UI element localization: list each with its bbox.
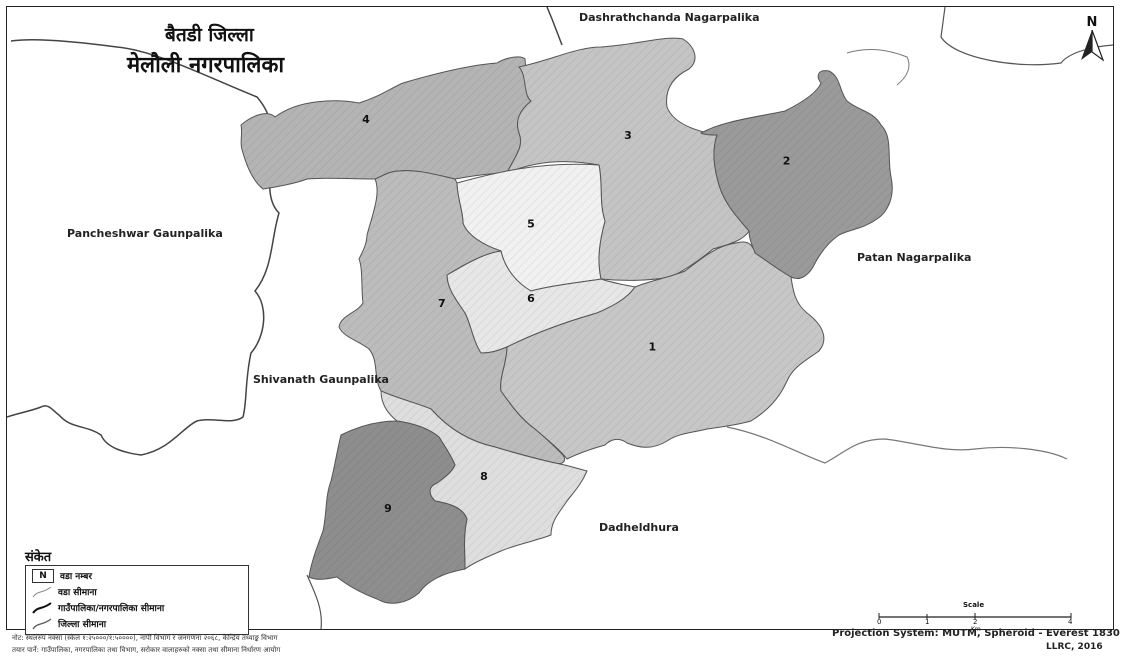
north-arrow-label: N <box>1086 15 1098 30</box>
municipality-title: मेलौली नगरपालिका <box>127 53 285 78</box>
legend-title: संकेत <box>25 550 52 565</box>
legend-label-district-boundary: जिल्ला सीमाना <box>58 620 107 630</box>
north-arrow: N <box>1077 15 1107 65</box>
scale-title: Scale <box>963 601 985 609</box>
legend-municipality-boundary-icon <box>32 601 52 614</box>
ward-label-5: 5 <box>527 218 535 231</box>
scale-tick-1: 1 <box>925 618 930 626</box>
place-label-north: Dashrathchanda Nagarpalika <box>579 11 760 24</box>
ward-4-hatch <box>241 56 531 190</box>
boundary-south <box>306 574 322 629</box>
place-label-east: Patan Nagarpalika <box>857 251 972 264</box>
ward-7-hatch <box>339 170 565 464</box>
ward-label-8: 8 <box>480 470 488 483</box>
scale-bar: Scale 0 1 2 4 Km <box>875 601 1079 635</box>
north-arrow-icon <box>1081 29 1105 62</box>
ward-1-hatch <box>500 242 824 459</box>
scale-bar-graphic <box>878 613 1072 619</box>
place-label-southwest: Shivanath Gaunpalika <box>253 373 389 386</box>
boundary-northeast-2 <box>846 49 910 86</box>
legend-symbol-ward-number: N <box>32 568 54 583</box>
legend-label-ward-boundary: वडा सीमाना <box>58 588 97 598</box>
scale-tick-4: 4 <box>1068 618 1073 626</box>
footnote-line-2: तयार पार्ने: गाउँपालिका, नगरपालिका तथा व… <box>12 646 281 654</box>
ward-8-hatch <box>381 391 587 569</box>
boundary-east <box>726 426 1068 464</box>
ward-label-9: 9 <box>384 502 392 515</box>
ward-label-6: 6 <box>527 292 535 305</box>
legend-item-ward-boundary: वडा सीमाना <box>32 584 97 599</box>
ward-6-hatch <box>447 251 635 353</box>
scale-tick-0: 0 <box>877 618 882 626</box>
legend-label-municipality-boundary: गाउँपालिका/नगरपालिका सीमाना <box>58 604 165 614</box>
boundary-west <box>7 38 280 456</box>
ward-label-2: 2 <box>783 155 791 168</box>
map-credit: LLRC, 2016 <box>1046 642 1103 652</box>
footnote-line-1: नोट: स्थलरुप नक्सा (स्केल १:२५०००/१:५०००… <box>12 634 278 642</box>
legend-item-district-boundary: जिल्ला सीमाना <box>32 616 106 631</box>
legend-item-municipality-boundary: गाउँपालिका/नगरपालिका सीमाना <box>32 600 164 615</box>
boundary-northeast <box>940 7 1113 66</box>
ward-label-1: 1 <box>648 341 656 354</box>
projection-info: Projection System: MUTM, Spheroid - Ever… <box>832 628 1120 639</box>
ward-3-hatch <box>507 38 749 281</box>
legend-item-ward-number: N वडा नम्बर <box>32 568 92 583</box>
ward-label-7: 7 <box>438 297 446 310</box>
ward-label-3: 3 <box>624 129 632 142</box>
ward-9-hatch <box>309 421 467 604</box>
ward-2-hatch <box>701 70 893 279</box>
place-label-south: Dadheldhura <box>599 521 679 534</box>
scale-tick-2: 2 <box>973 618 978 626</box>
map-legend: संकेत N वडा नम्बर वडा सीमाना गाउँपालिका/… <box>21 547 251 635</box>
legend-district-boundary-icon <box>32 617 52 629</box>
scale-unit: Km <box>971 626 981 633</box>
legend-box: N वडा नम्बर वडा सीमाना गाउँपालिका/नगरपाल… <box>25 565 249 635</box>
ward-label-4: 4 <box>362 113 370 126</box>
place-label-west: Pancheshwar Gaunpalika <box>67 227 223 240</box>
legend-label-ward-number: वडा नम्बर <box>60 572 93 582</box>
ward-5-hatch <box>457 164 605 291</box>
district-boundary-north <box>546 7 563 46</box>
legend-ward-boundary-icon <box>32 586 52 597</box>
map-canvas: 1 2 3 4 5 6 7 8 9 <box>7 7 1113 629</box>
district-title: बैतडी जिल्ला <box>165 24 254 46</box>
